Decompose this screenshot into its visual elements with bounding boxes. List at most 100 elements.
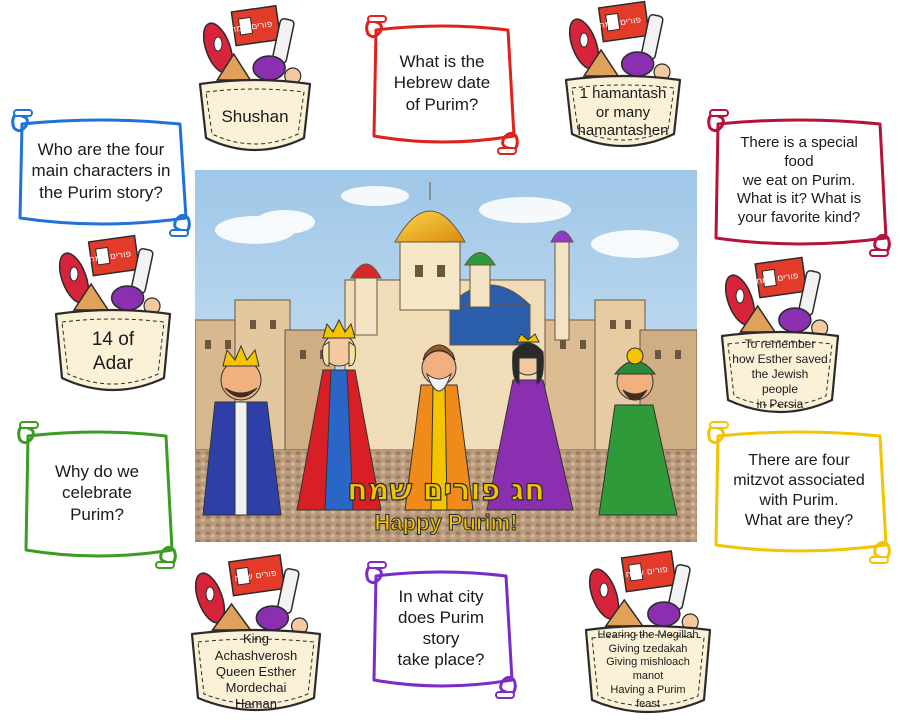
scroll-frame <box>17 421 177 569</box>
character-esther <box>486 333 574 511</box>
hebrew-greeting: חג פורים שמח <box>347 473 545 508</box>
question-text: In what city does Purim story take place… <box>397 586 485 670</box>
pocket-body <box>584 624 712 714</box>
grapes-icon <box>252 55 286 81</box>
grapes-icon <box>647 601 681 627</box>
question-text: There are four mitzvot associated with P… <box>733 451 865 529</box>
pocket-body <box>198 78 312 152</box>
mishloach-manot-basket: פורים שמח <box>198 4 312 152</box>
pocket-stitching <box>591 634 705 707</box>
grogger-hole <box>213 36 223 52</box>
pocket-stitching <box>197 638 315 705</box>
question-text: Who are the four main characters in the … <box>31 140 171 202</box>
scroll-rod-top <box>709 421 729 429</box>
pocket-body <box>720 330 840 414</box>
english-greeting: Happy Purim! <box>374 510 517 535</box>
greeting-card-icon <box>87 234 141 277</box>
pocket-stitching <box>727 340 833 407</box>
grogger-hole <box>599 582 609 598</box>
scroll-curl-top <box>17 422 35 445</box>
greeting-card-icon <box>230 4 282 47</box>
greeting-card-picture <box>237 16 254 36</box>
pocket-stitching <box>205 88 305 145</box>
character-queen <box>296 318 382 511</box>
scroll-curl-bottom <box>501 131 519 154</box>
mishloach-manot-basket: פורים שמח <box>190 553 322 712</box>
question-card-four-characters: Who are the four main characters in the … <box>8 108 194 238</box>
scroll-rod-bottom <box>869 556 889 564</box>
grogger-hole <box>735 288 745 304</box>
mishloach-manot-basket: פורים שמח <box>54 234 172 392</box>
greeting-card-picture <box>95 246 111 266</box>
scroll-curl-bottom <box>873 540 891 563</box>
question-card-why-celebrate: Why do we celebrate Purim? <box>14 420 180 570</box>
scroll-rod-top <box>13 109 33 117</box>
greeting-card-picture <box>605 12 621 32</box>
question-card-what-city: In what city does Purim story take place… <box>362 560 520 700</box>
question-card-special-food: There is a special food we eat on Purim.… <box>704 108 894 258</box>
character-king <box>202 344 282 516</box>
answer-card-mitzvot: פורים שמח Hearing the Megillah Giving tz… <box>582 550 714 722</box>
scroll-curl-bottom <box>159 545 177 568</box>
pocket-body <box>564 74 682 148</box>
scroll-rod-bottom <box>155 561 175 569</box>
scroll-frame <box>365 561 517 699</box>
grogger-hole <box>69 266 79 282</box>
character-mordechai <box>404 344 474 511</box>
question-card-hebrew-date: What is the Hebrew date of Purim? <box>362 14 522 156</box>
answer-card-shushan: פורים שמח Shushan <box>196 4 314 160</box>
scroll-rod-bottom <box>869 249 889 257</box>
mishloach-manot-basket: פורים שמח <box>564 0 682 148</box>
answer-text: King Achashverosh Queen Esther Mordechai… <box>214 631 298 711</box>
greeting-card-icon <box>597 0 651 43</box>
scroll-curl-bottom <box>499 675 517 698</box>
scroll-frame <box>11 109 191 237</box>
scroll-curl-bottom <box>873 233 891 256</box>
pocket-stitching <box>61 318 165 385</box>
answer-card-adar: פורים שמח 14 of Adar <box>52 234 174 400</box>
answer-text: Shushan <box>221 107 289 127</box>
scroll-rod-bottom <box>169 229 189 237</box>
happy-purim-illustration: חג פורים שמח Happy Purim! <box>195 170 697 542</box>
scroll-rod-top <box>709 109 729 117</box>
grapes-icon <box>110 285 145 311</box>
scroll-curl-top <box>365 16 383 39</box>
greeting-card-picture <box>628 562 644 582</box>
greeting-card-icon <box>227 553 286 597</box>
scroll-frame <box>707 421 891 564</box>
answer-card-remember: פורים שמח To remember how Esther saved t… <box>718 256 842 422</box>
grogger-hole <box>205 586 215 602</box>
pocket-body <box>54 308 172 392</box>
answer-text: To remember how Esther saved the Jewish … <box>732 336 828 411</box>
question-text: There is a special food we eat on Purim.… <box>736 134 862 227</box>
scroll-rod-top <box>367 15 387 23</box>
scroll-frame <box>365 15 519 155</box>
scroll-rod-bottom <box>495 691 515 699</box>
scroll-curl-top <box>365 562 383 585</box>
mishloach-manot-basket: פורים שמח <box>720 256 840 414</box>
grapes-icon <box>620 51 655 77</box>
answer-text: 1 hamantash or many hamantashen <box>577 84 669 140</box>
answer-text: Hearing the Megillah Giving tzedakah Giv… <box>598 629 699 710</box>
pocket-stitching <box>571 84 675 141</box>
greeting-card-icon <box>754 256 808 299</box>
grapes-icon <box>255 605 290 631</box>
scroll-curl-bottom <box>173 213 191 236</box>
scroll-curl-top <box>707 110 725 133</box>
grogger-hole <box>579 32 589 48</box>
scroll-frame <box>707 109 891 257</box>
question-card-four-mitzvot: There are four mitzvot associated with P… <box>704 420 894 565</box>
scroll-curl-top <box>707 422 725 445</box>
scroll-rod-top <box>367 561 387 569</box>
scroll-rod-top <box>19 421 39 429</box>
grapes-icon <box>778 307 812 333</box>
character-haman <box>598 347 678 516</box>
mishloach-manot-basket: פורים שמח <box>584 550 712 714</box>
city-buildings <box>195 182 697 451</box>
scroll-curl-top <box>11 110 29 133</box>
answer-text: 14 of Adar <box>91 329 135 374</box>
question-text: Why do we celebrate Purim? <box>54 462 140 524</box>
scroll-rod-bottom <box>497 147 517 155</box>
clouds <box>215 186 679 258</box>
pocket-body <box>190 628 322 712</box>
